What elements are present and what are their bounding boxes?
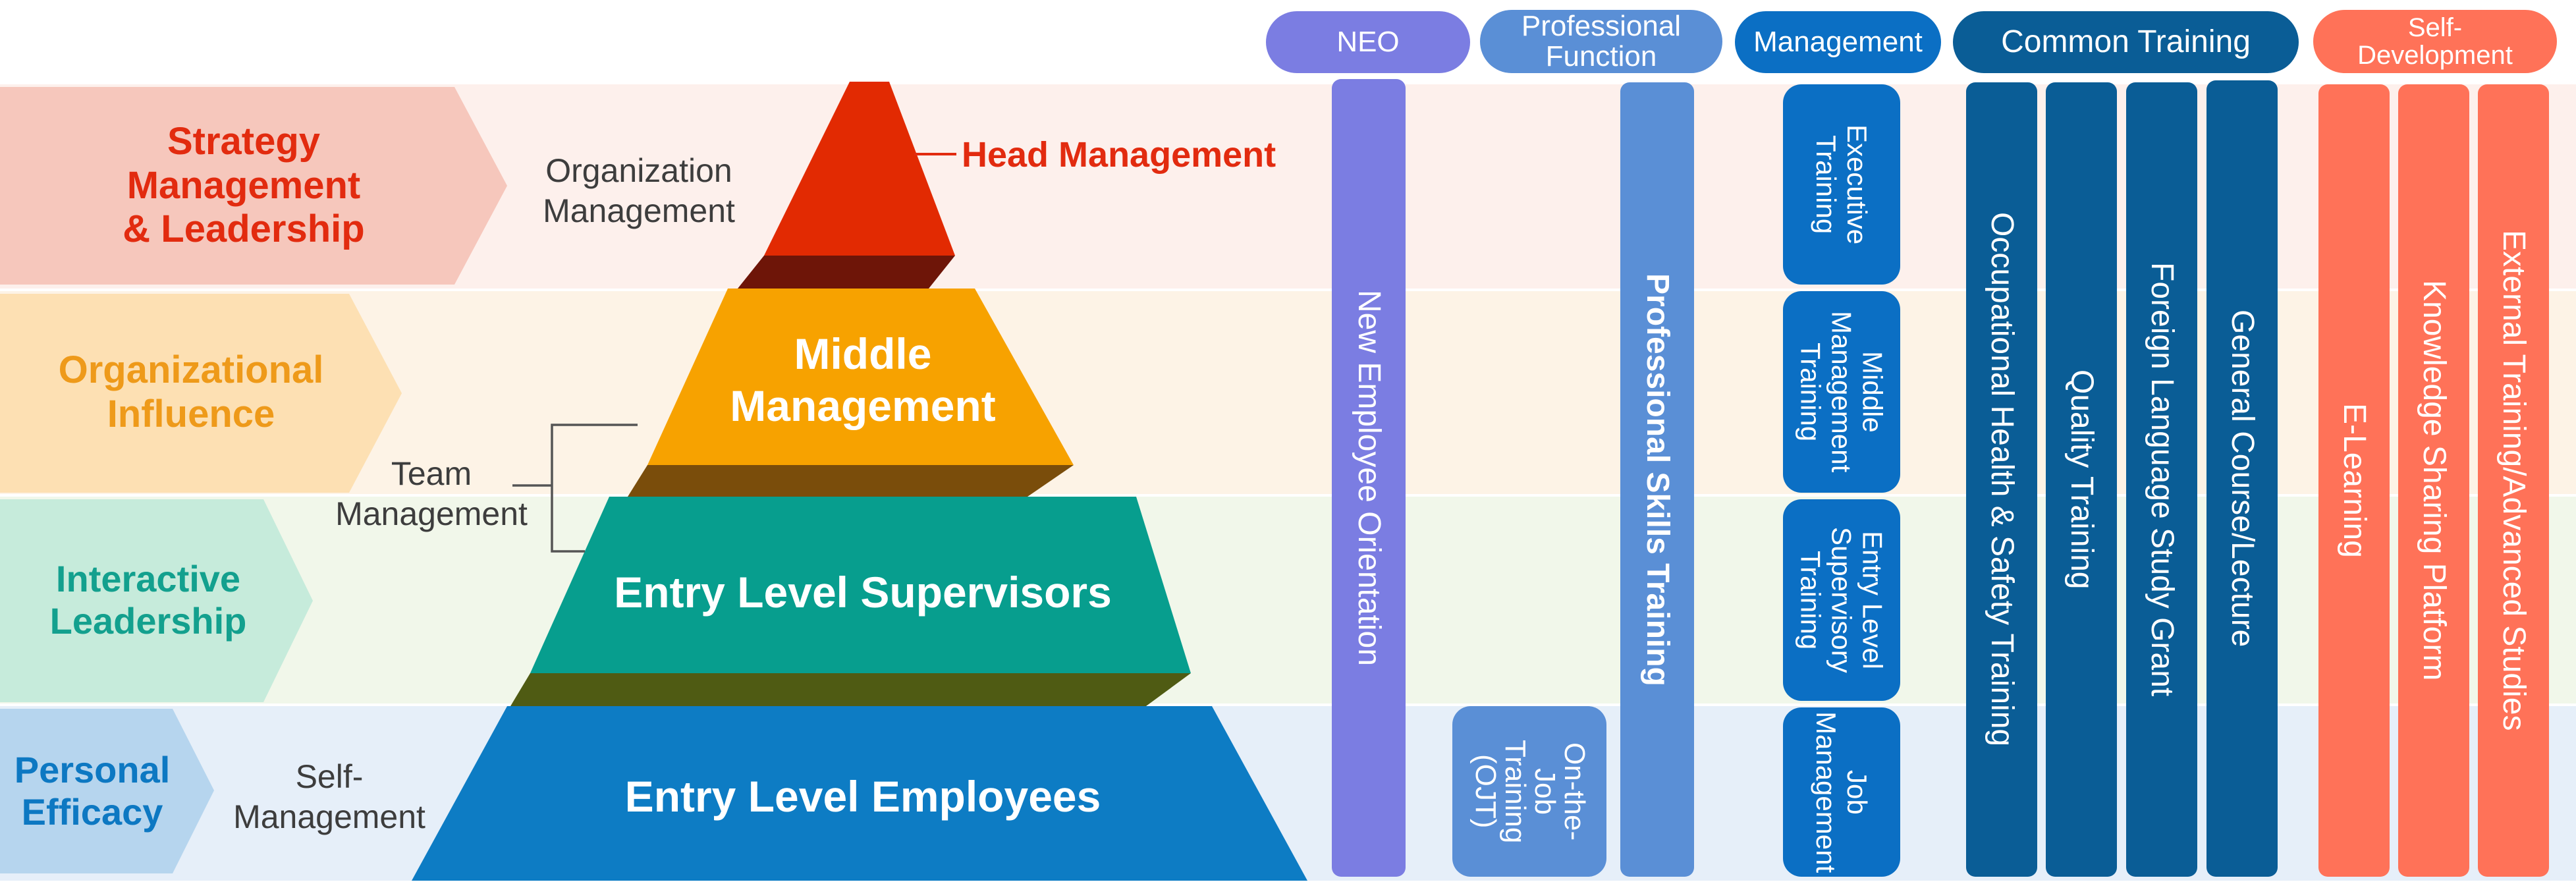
program-executive-text: Executive Training: [1811, 124, 1873, 245]
program-neo-text: New Employee Orientation: [1351, 290, 1386, 666]
pyramid-middle-shadow: [628, 465, 1074, 497]
program-entry-level-supervisory-training: Entry Level Supervisory Training: [1783, 499, 1900, 701]
tier-entry-level-supervisors: Entry Level Supervisors: [614, 568, 1112, 617]
header-self-development: Self- Development: [2313, 10, 2557, 73]
arrow-influence: [0, 294, 402, 493]
pyramid-middle: [647, 289, 1074, 465]
program-language-text: Foreign Language Study Grant: [2144, 262, 2179, 697]
label-interactive-leadership: Interactive Leadership: [49, 557, 247, 642]
label-personal-efficacy: Personal Efficacy: [14, 748, 171, 833]
program-occupational-health-safety: Occupational Health & Safety Training: [1966, 82, 2037, 877]
team-bracket: [512, 424, 638, 553]
header-professional-function: Professional Function: [1480, 10, 1722, 73]
program-on-the-job-training: On-the- Job Training (OJT): [1452, 706, 1606, 877]
program-general-course-lecture: General Course/Lecture: [2206, 80, 2278, 877]
program-ohs-text: Occupational Health & Safety Training: [1984, 212, 2019, 747]
pyramid-supervisor: [530, 497, 1191, 673]
program-knowledge-sharing-platform: Knowledge Sharing Platform: [2398, 84, 2469, 877]
program-external-text: External Training/Advanced Studies: [2496, 230, 2531, 731]
program-knowledge-text: Knowledge Sharing Platform: [2416, 280, 2452, 681]
arrow-strategy: [0, 87, 507, 285]
program-professional-text: Professional Skills Training: [1639, 273, 1675, 686]
header-common-training: Common Training: [1953, 11, 2299, 73]
pyramid-employees: [412, 706, 1307, 881]
label-self-management: Self- Management: [233, 758, 425, 835]
program-middle-mgmt-text: Middle Management Training: [1795, 311, 1888, 473]
header-neo: NEO: [1266, 11, 1470, 73]
program-executive-training: Executive Training: [1783, 84, 1900, 285]
tier-entry-level-employees: Entry Level Employees: [624, 772, 1101, 821]
program-quality-text: Quality Training: [2064, 370, 2099, 590]
label-team-management: Team Management: [335, 455, 528, 532]
label-organization-management: Organization Management: [543, 152, 735, 229]
program-foreign-language-study-grant: Foreign Language Study Grant: [2126, 82, 2197, 877]
program-elearning-text: E-Learning: [2336, 403, 2372, 558]
arrow-interactive: [0, 499, 313, 702]
program-general-text: General Course/Lecture: [2224, 310, 2260, 648]
program-job-mgmt-text: Job Management: [1811, 711, 1873, 873]
pyramid-head: [764, 82, 955, 256]
program-middle-management-training: Middle Management Training: [1783, 291, 1900, 493]
program-ojt-text: On-the- Job Training (OJT): [1469, 739, 1591, 844]
program-job-management: Job Management: [1783, 707, 1900, 877]
program-quality-training: Quality Training: [2046, 82, 2117, 877]
program-new-employee-orientation: New Employee Orientation: [1332, 79, 1406, 877]
pyramid: [412, 82, 1307, 881]
label-strategy-leadership: Strategy Management & Leadership: [123, 119, 365, 251]
arrow-efficacy: [0, 709, 214, 873]
tier-middle-management: Middle Management: [730, 329, 996, 430]
head-management-label: Head Management: [962, 134, 1276, 175]
program-e-learning: E-Learning: [2318, 84, 2390, 877]
pyramid-head-shadow: [738, 256, 955, 289]
label-organizational-influence: Organizational Influence: [58, 348, 324, 435]
program-entry-supervisory-text: Entry Level Supervisory Training: [1795, 527, 1888, 673]
header-management: Management: [1735, 11, 1941, 73]
pyramid-supervisor-shadow: [510, 673, 1191, 706]
program-external-training: External Training/Advanced Studies: [2478, 84, 2549, 877]
program-professional-skills-training: Professional Skills Training: [1620, 82, 1694, 877]
